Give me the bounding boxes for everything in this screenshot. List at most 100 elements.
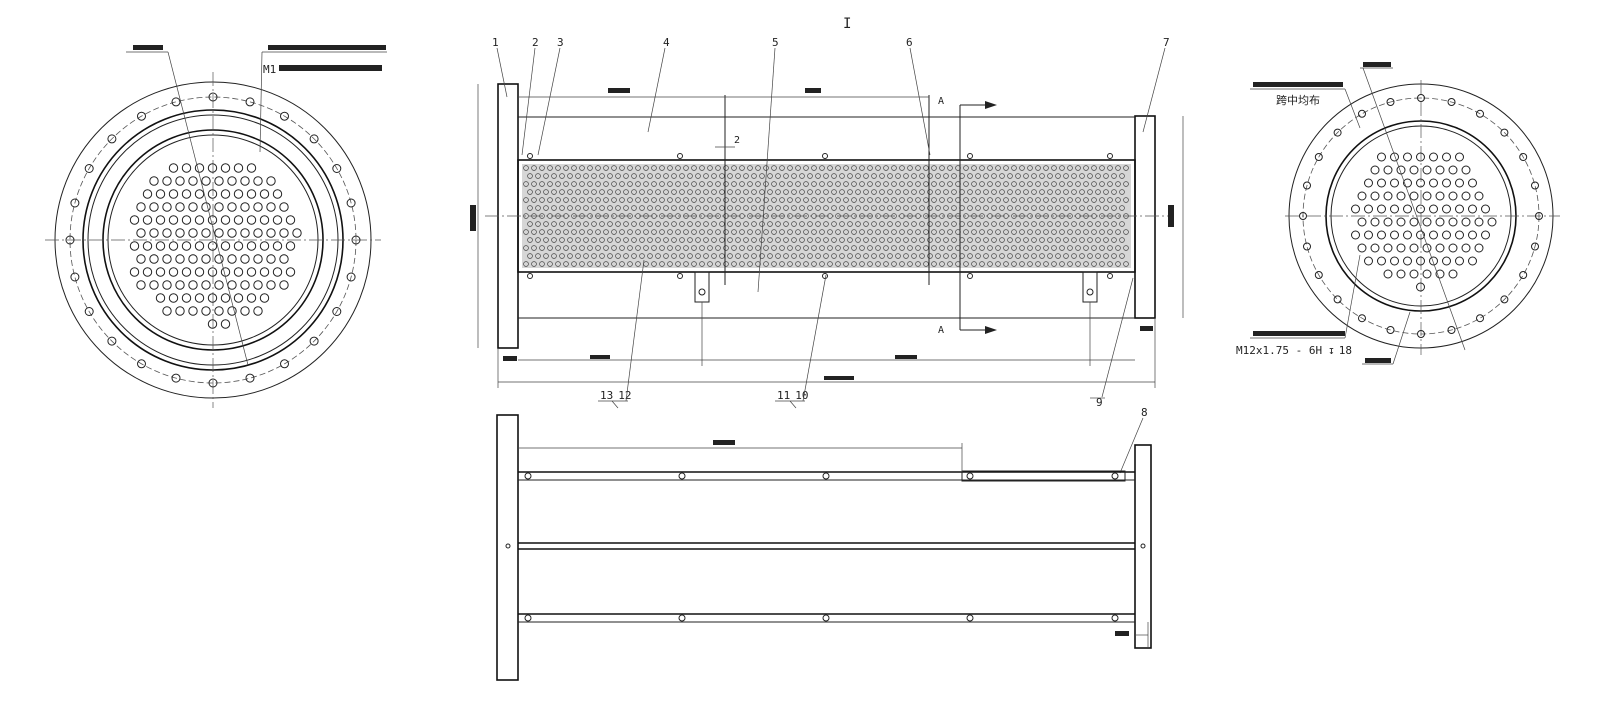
bundle-hole xyxy=(551,189,557,195)
bundle-hole xyxy=(963,181,969,187)
bundle-hole xyxy=(871,189,877,195)
tube-hole xyxy=(188,228,198,238)
bundle-hole xyxy=(1043,245,1049,251)
bundle-hole xyxy=(1107,181,1113,187)
bundle-hole xyxy=(879,189,885,195)
bundle-hole xyxy=(539,261,545,267)
bundle-hole xyxy=(743,173,749,179)
bundle-hole xyxy=(727,237,733,243)
tube-hole xyxy=(1474,191,1484,201)
callout-8: 8 xyxy=(1141,406,1148,419)
bundle-hole xyxy=(1123,245,1129,251)
callout-6: 6 xyxy=(906,36,913,49)
bundle-hole xyxy=(647,189,653,195)
bundle-hole xyxy=(831,189,837,195)
bundle-hole xyxy=(615,221,621,227)
bundle-hole xyxy=(995,165,1001,171)
bundle-hole xyxy=(915,165,921,171)
bundle-hole xyxy=(731,245,737,251)
bundle-hole xyxy=(611,181,617,187)
bundle-hole xyxy=(815,253,821,259)
bundle-hole xyxy=(707,245,713,251)
tube-hole xyxy=(233,189,244,199)
tube-hole xyxy=(207,189,218,199)
tube-hole xyxy=(1409,269,1419,279)
tube-bundle-holes xyxy=(523,165,1129,267)
bundle-hole xyxy=(871,173,877,179)
bundle-hole xyxy=(671,221,677,227)
bundle-hole xyxy=(1075,229,1081,235)
bundle-hole xyxy=(1011,165,1017,171)
bundle-hole xyxy=(539,165,545,171)
tube-hole xyxy=(1481,204,1490,214)
tube-hole xyxy=(1455,204,1464,214)
bundle-hole xyxy=(787,165,793,171)
bundle-hole xyxy=(595,261,601,267)
tube-hole xyxy=(1448,191,1458,201)
pin xyxy=(678,614,686,622)
tube-hole xyxy=(136,228,146,238)
bundle-hole xyxy=(723,181,729,187)
bundle-hole xyxy=(671,253,677,259)
bundle-hole xyxy=(783,205,789,211)
bundle-hole xyxy=(759,173,765,179)
bundle-hole xyxy=(1035,261,1041,267)
bolt-hole xyxy=(280,359,289,369)
tube-hole xyxy=(1455,152,1464,162)
bundle-hole xyxy=(979,229,985,235)
bundle-hole xyxy=(783,173,789,179)
bundle-hole xyxy=(735,189,741,195)
bundle-hole xyxy=(943,189,949,195)
tube-hole xyxy=(227,254,237,264)
bundle-hole xyxy=(831,253,837,259)
bundle-hole xyxy=(911,205,917,211)
bundle-hole xyxy=(1067,245,1073,251)
tube-hole xyxy=(1429,256,1438,266)
bundle-hole xyxy=(767,205,773,211)
bundle-hole xyxy=(999,237,1005,243)
bundle-hole xyxy=(607,189,613,195)
bundle-hole xyxy=(843,165,849,171)
bundle-hole xyxy=(883,229,889,235)
bundle-hole xyxy=(895,205,901,211)
bundle-hole xyxy=(759,253,765,259)
bundle-hole xyxy=(991,221,997,227)
bundle-hole xyxy=(543,221,549,227)
bundle-hole xyxy=(679,221,685,227)
tube-hole xyxy=(259,241,270,251)
bundle-hole xyxy=(963,261,969,267)
bundle-hole xyxy=(935,221,941,227)
bundle-hole xyxy=(731,165,737,171)
tube-hole xyxy=(1416,256,1425,266)
bundle-hole xyxy=(1031,173,1037,179)
bundle-hole xyxy=(775,205,781,211)
bundle-hole xyxy=(923,181,929,187)
bundle-hole xyxy=(543,205,549,211)
bundle-hole xyxy=(675,181,681,187)
tube-hole xyxy=(220,293,231,303)
bundle-hole xyxy=(1095,221,1101,227)
bundle-hole xyxy=(1031,205,1037,211)
bundle-hole xyxy=(743,237,749,243)
bundle-hole xyxy=(823,221,829,227)
tube-hole xyxy=(1422,217,1432,227)
tube-hole xyxy=(149,280,159,290)
bundle-hole xyxy=(1015,237,1021,243)
bundle-hole xyxy=(879,221,885,227)
bundle-hole xyxy=(1119,237,1125,243)
bundle-hole xyxy=(1103,253,1109,259)
bundle-hole xyxy=(855,173,861,179)
bundle-hole xyxy=(1027,261,1033,267)
bundle-hole xyxy=(1087,189,1093,195)
bundle-hole xyxy=(1003,245,1009,251)
bundle-hole xyxy=(531,181,537,187)
tube-hole xyxy=(272,241,283,251)
bundle-hole xyxy=(747,245,753,251)
bundle-hole xyxy=(1019,197,1025,203)
bundle-hole xyxy=(571,165,577,171)
bundle-hole xyxy=(867,181,873,187)
bundle-hole xyxy=(543,237,549,243)
bundle-hole xyxy=(1079,237,1085,243)
bundle-hole xyxy=(863,253,869,259)
bundle-hole xyxy=(719,189,725,195)
